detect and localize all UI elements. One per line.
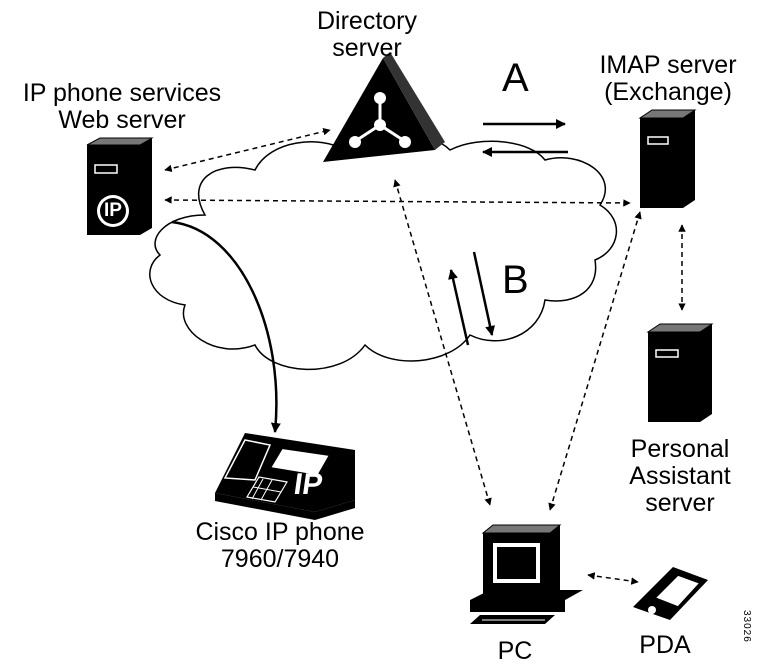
pc-label: PC	[497, 637, 533, 665]
ip-phone-icon	[215, 433, 355, 520]
directory-server-label: Directory server	[316, 7, 417, 62]
catalog-number: 33026	[741, 610, 752, 643]
pc-icon	[470, 524, 583, 624]
imap-server-icon	[638, 109, 697, 208]
phone-ip-badge: IP	[291, 468, 325, 501]
assistant-server-label: Personal Assistant server	[629, 435, 731, 517]
dashed-links	[164, 127, 686, 585]
pda-label: PDA	[639, 631, 691, 659]
flow-a-label: A	[502, 56, 529, 100]
assistant-server-icon	[646, 323, 714, 422]
link-web-phone	[171, 220, 281, 433]
network-cloud	[149, 132, 617, 371]
ip-phone-label: Cisco IP phone 7960/7940	[195, 518, 365, 573]
link-imap-pc	[548, 211, 642, 511]
directory-server-icon	[323, 52, 445, 162]
imap-server-label: IMAP server (Exchange)	[599, 51, 737, 106]
flow-b-arrows	[448, 251, 495, 346]
web-server-label: IP phone services Web server	[22, 79, 222, 134]
link-directory-pc	[393, 179, 492, 506]
web-server-icon	[86, 137, 154, 235]
flow-b-label: B	[502, 258, 529, 302]
link-pc-pda	[587, 572, 639, 585]
link-web-directory	[164, 127, 331, 173]
flow-a-arrows	[482, 119, 568, 157]
web-server-ip-badge: IP	[104, 200, 122, 221]
pda-icon	[633, 567, 708, 620]
link-web-imap	[164, 196, 631, 207]
